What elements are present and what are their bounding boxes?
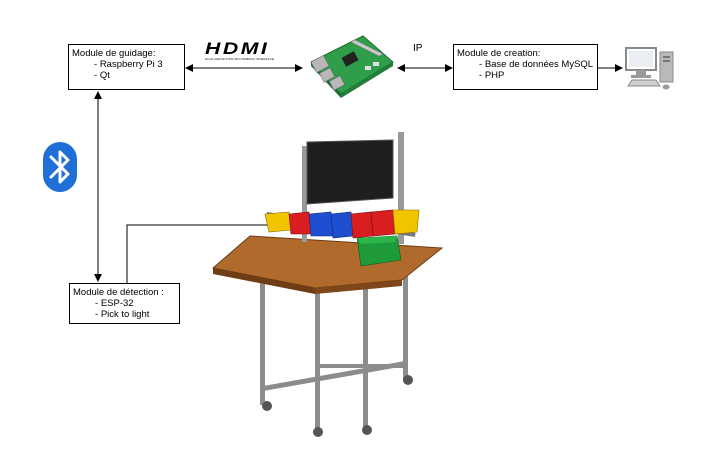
creation-module-box: Module de creation: Base de données MySQ… (453, 44, 598, 90)
detection-to-workstation-line (126, 224, 290, 283)
creation-module-title: Module de creation: (457, 48, 541, 59)
raspberry-pi-board-icon (310, 35, 394, 98)
pick-to-light-workstation-image (211, 132, 444, 437)
guidage-item: Qt (72, 70, 181, 81)
creation-item: Base de données MySQL (457, 59, 594, 70)
hdmi-logo-text: HDMI (205, 39, 270, 58)
guidage-item: Raspberry Pi 3 (72, 59, 181, 70)
guidage-module-box: Module de guidage: Raspberry Pi 3 Qt (68, 44, 185, 90)
desktop-computer-icon (625, 47, 674, 90)
ip-label: IP (413, 43, 423, 54)
detection-item: Pick to light (73, 309, 176, 320)
bluetooth-icon (43, 142, 77, 192)
hdmi-logo: HDMI HIGH-DEFINITION MULTIMEDIA INTERFAC… (205, 40, 283, 61)
guidage-module-title: Module de guidage: (72, 48, 156, 59)
hdmi-logo-tagline: HIGH-DEFINITION MULTIMEDIA INTERFACE (205, 57, 275, 61)
detection-module-box: Module de détection : ESP-32 Pick to lig… (69, 283, 180, 324)
detection-module-title: Module de détection : (73, 287, 164, 298)
creation-item: PHP (457, 70, 594, 81)
detection-item: ESP-32 (73, 298, 176, 309)
